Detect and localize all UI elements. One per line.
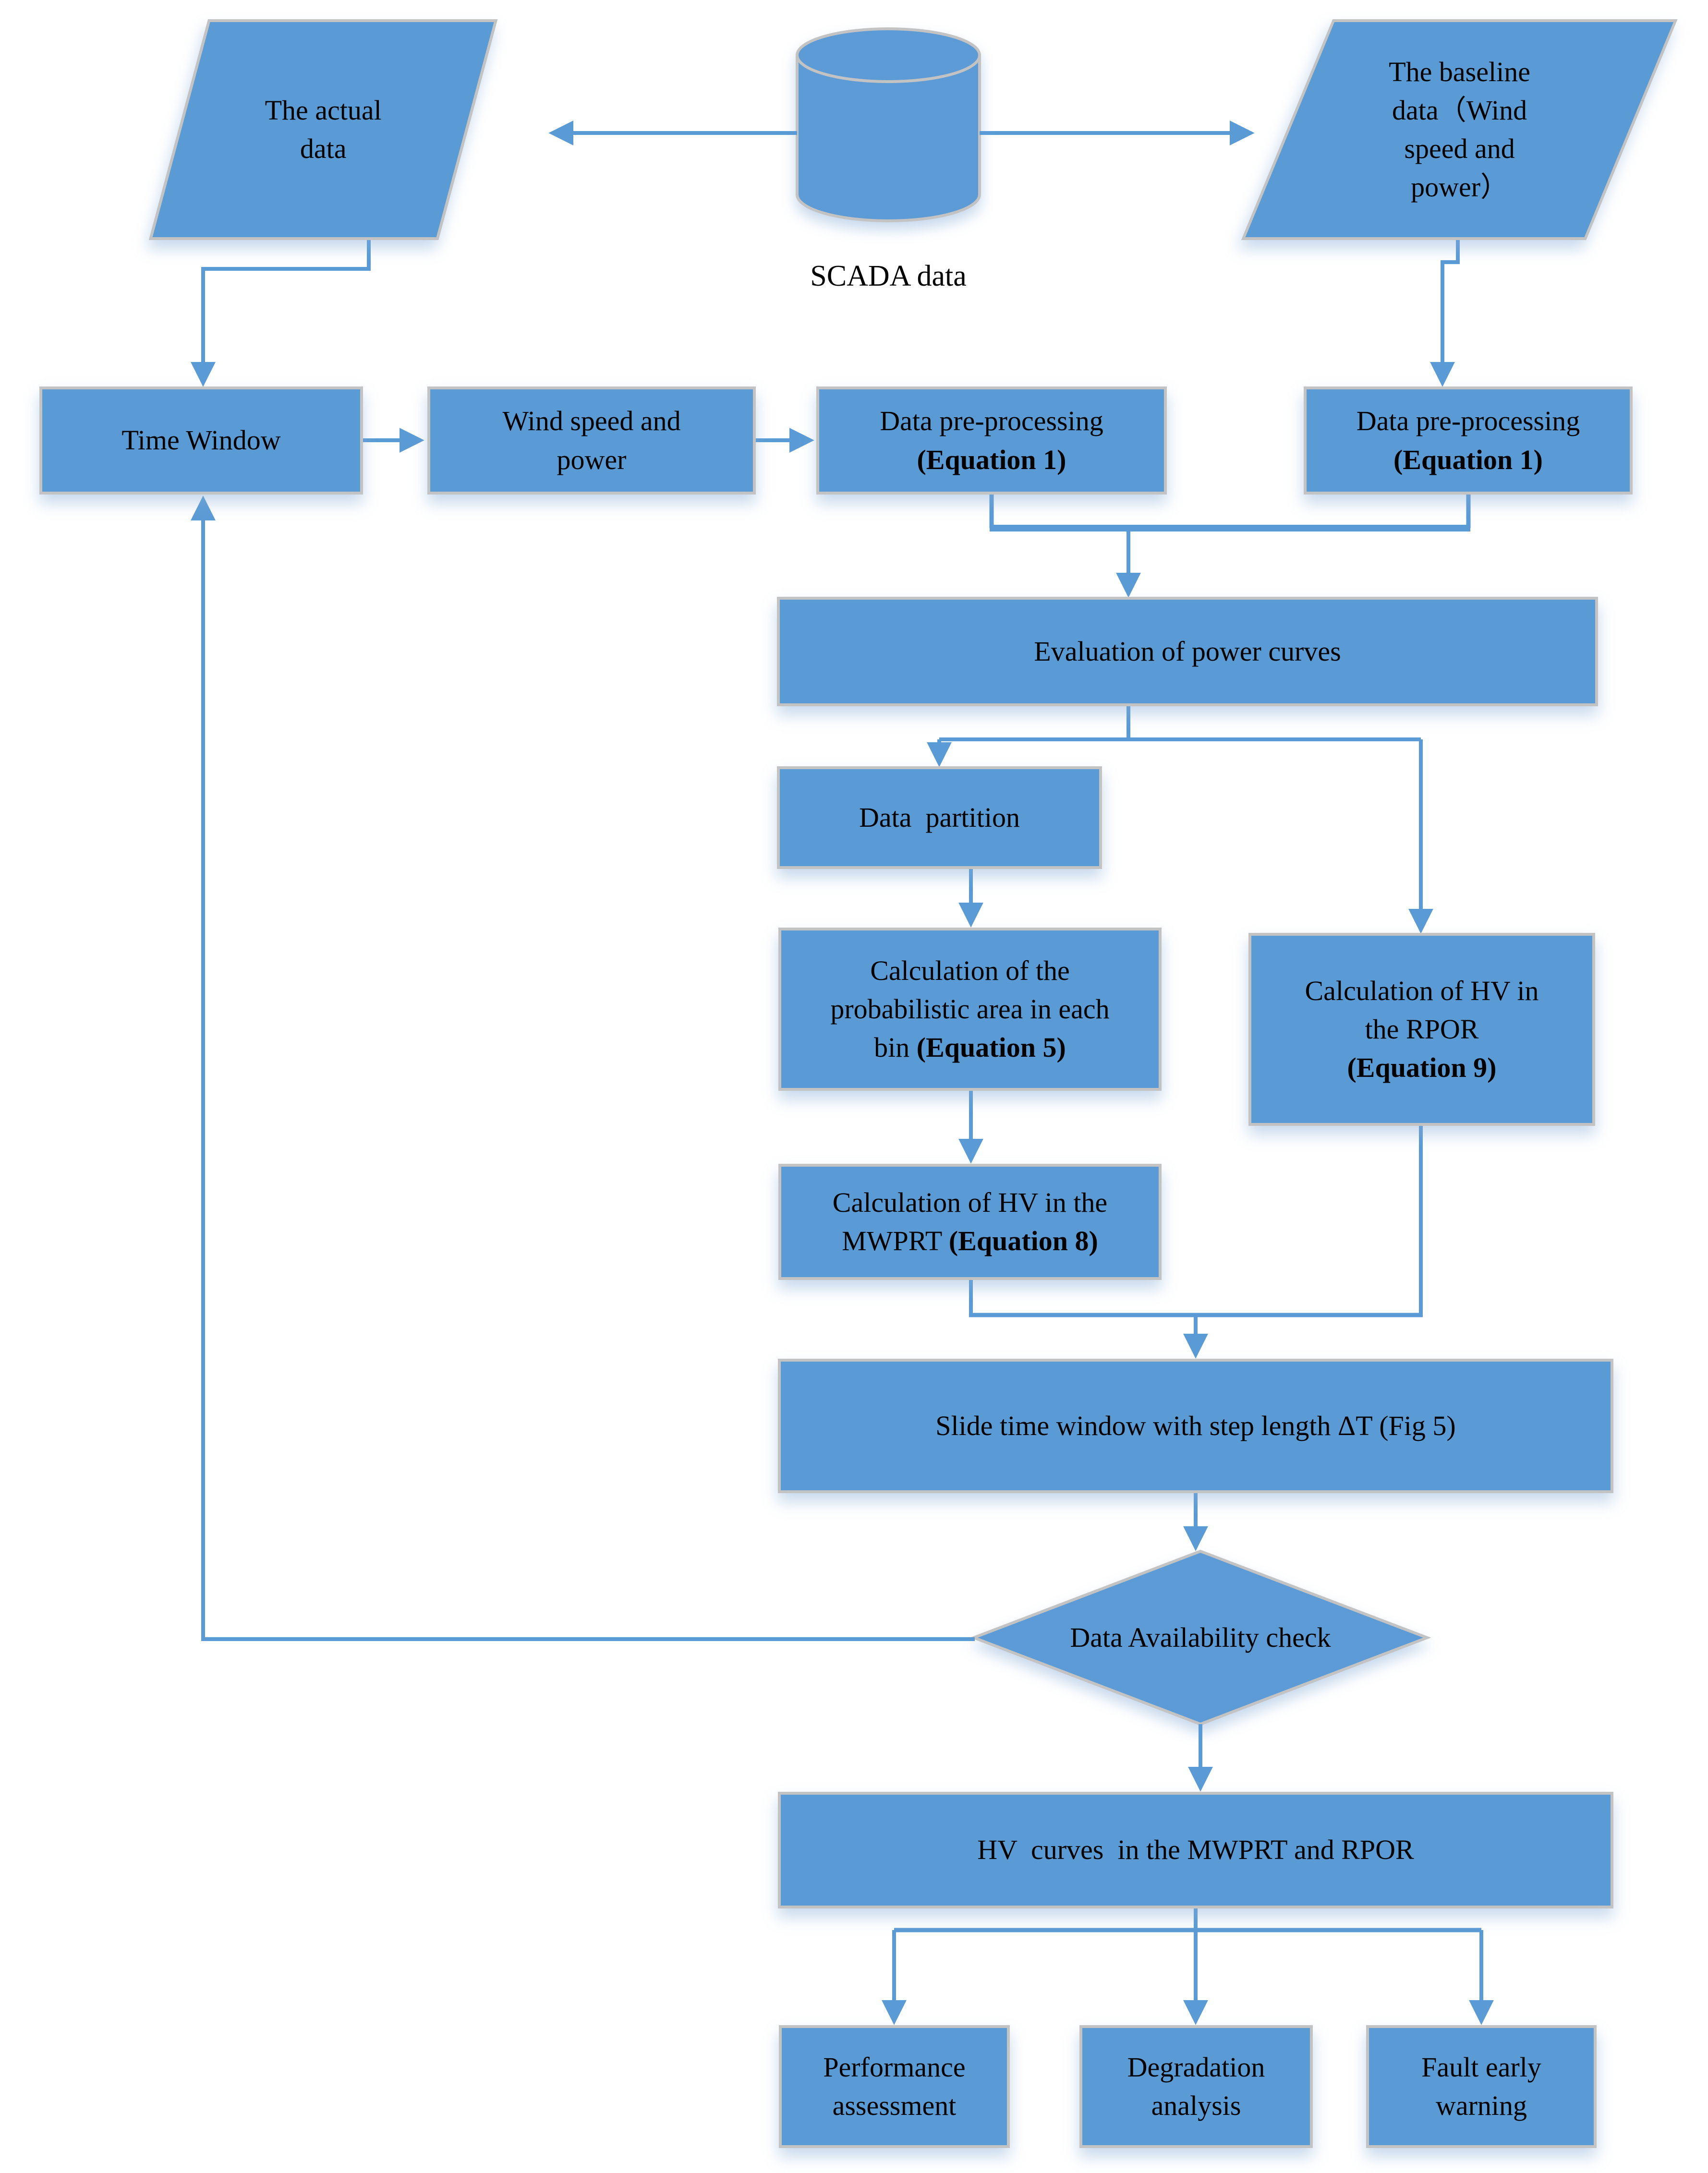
node-calc-hv-rpor: Calculation of HV in the RPOR (Equation … [1248,933,1595,1126]
node-preprocessing-actual: Data pre-processing (Equation 1) [816,386,1167,495]
scada-cylinder-icon [796,27,981,222]
scada-data-label: SCADA data [810,260,967,292]
node-calc-probabilistic-area: Calculation of the probabilistic area in… [778,928,1162,1091]
arrow-baseline-to-preprocessing [1430,240,1460,387]
node-degradation-analysis: Degradation analysis [1079,2025,1313,2148]
node-data-partition: Data partition [777,766,1102,869]
arrow-actual-to-timewindow [191,240,371,387]
node-preprocessing-baseline: Data pre-processing (Equation 1) [1304,386,1633,495]
arrow-check-feedback-to-timewindow [191,495,975,1641]
node-calc-hv-mwprt: Calculation of HV in the MWPRT (Equation… [778,1164,1162,1280]
node-time-window: Time Window [39,386,363,495]
node-fault-early-warning: Fault early warning [1366,2025,1597,2148]
node-performance-assessment: Performance assessment [779,2025,1010,2148]
node-evaluation-power-curves: Evaluation of power curves [777,597,1598,706]
node-slide-time-window: Slide time window with step length ΔT (F… [778,1359,1613,1493]
node-data-availability-check: Data Availability check [1070,1621,1331,1653]
node-hv-curves: HV curves in the MWPRT and RPOR [778,1792,1613,1908]
node-actual-data: The actual data [149,19,498,240]
node-wind-speed-power: Wind speed and power [427,386,756,495]
